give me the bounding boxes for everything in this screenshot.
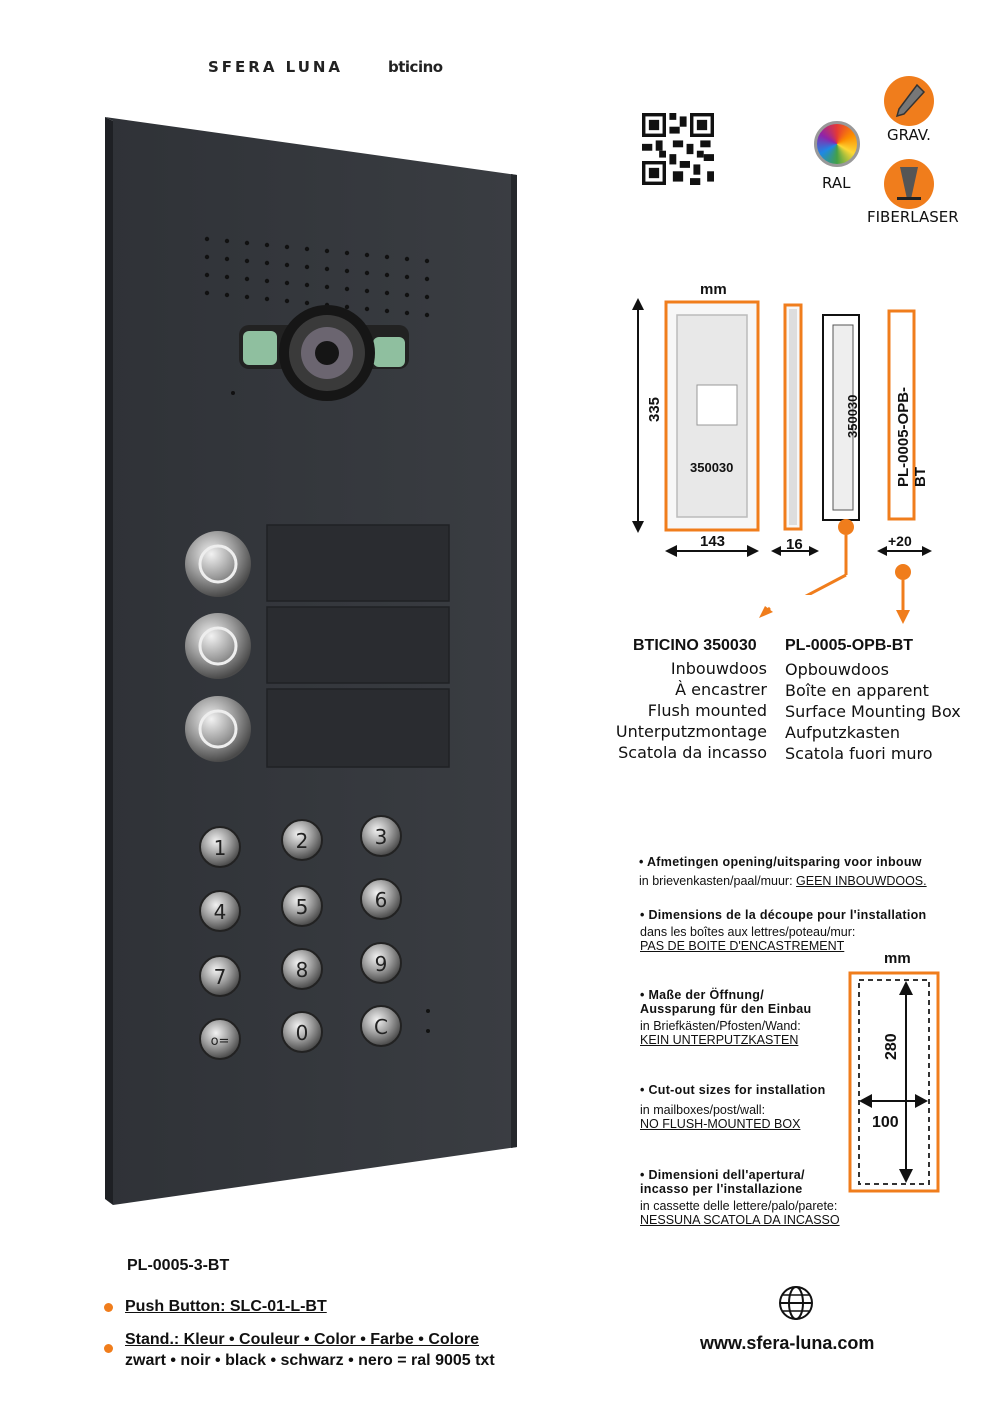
dim-unit: mm: [700, 281, 727, 298]
note-en-underlined: NO FLUSH-MOUNTED BOX: [640, 1117, 801, 1131]
note-nl: • Afmetingen opening/uitsparing voor inb…: [639, 855, 969, 890]
note-fr-underlined: PAS DE BOITE D'ENCASTREMENT: [640, 939, 845, 953]
name-button-1[interactable]: [185, 531, 251, 597]
key-3[interactable]: 3: [375, 825, 388, 849]
note-nl-heading: • Afmetingen opening/uitsparing voor inb…: [639, 855, 922, 869]
bullet-icon: [104, 1303, 113, 1312]
key-c[interactable]: C: [374, 1015, 388, 1039]
note-en-text: in mailboxes/post/wall:: [640, 1103, 766, 1117]
cutout-drawing: [848, 971, 940, 1193]
name-button-3[interactable]: [185, 696, 251, 762]
key-5[interactable]: 5: [296, 895, 309, 919]
note-nl-text: in brievenkasten/paal/muur:: [639, 874, 797, 888]
cutout-height: 280: [883, 1033, 900, 1060]
surface-lines: Opbouwdoos Boîte en apparent Surface Mou…: [785, 659, 961, 764]
surface-title: PL-0005-OPB-BT: [785, 637, 914, 654]
engraving-pen-icon: [884, 76, 934, 126]
note-it-heading-1: • Dimensioni dell'apertura/: [640, 1168, 805, 1182]
key-4[interactable]: 4: [214, 900, 227, 924]
surface-line-nl: Opbouwdoos: [785, 660, 889, 679]
website-link[interactable]: www.sfera-luna.com: [700, 1333, 875, 1353]
note-fr-text: dans les boîtes aux lettres/poteau/mur:: [640, 925, 856, 939]
surface-code-vertical: PL-0005-OPB-BT: [895, 386, 929, 487]
note-it-heading-2: incasso per l'installazione: [640, 1182, 803, 1196]
box-code: 350030: [690, 460, 734, 475]
speaker-grille: [204, 236, 430, 318]
ral-color-wheel-icon: [814, 121, 860, 167]
key-7[interactable]: 7: [214, 965, 227, 989]
note-de-heading-2: Aussparung für den Einbau: [640, 1002, 812, 1016]
key-2[interactable]: 2: [296, 829, 309, 853]
standard-color-values: zwart • noir • black • schwarz • nero = …: [125, 1352, 495, 1369]
dim-height: 335: [646, 396, 663, 422]
note-nl-underlined: GEEN INBOUWDOOS.: [796, 874, 927, 888]
fiberlaser-label: FIBERLASER: [867, 208, 959, 226]
key-key-icon[interactable]: o=: [211, 1034, 230, 1049]
cutout-unit: mm: [884, 950, 911, 967]
name-label-3: [266, 688, 450, 768]
surface-line-en: Surface Mounting Box: [785, 702, 961, 721]
box-code-side: 350030: [845, 394, 860, 438]
surface-line-fr: Boîte en apparent: [785, 681, 929, 700]
name-label-2: [266, 606, 450, 684]
globe-icon: [779, 1286, 813, 1320]
key-6[interactable]: 6: [375, 888, 388, 912]
key-1[interactable]: 1: [214, 836, 227, 860]
note-fr: • Dimensions de la découpe pour l'instal…: [640, 908, 970, 953]
flush-title: BTICINO 350030: [633, 637, 757, 654]
grav-label: GRAV.: [887, 126, 931, 144]
surface-line-it: Scatola fuori muro: [785, 744, 933, 763]
name-label-1: [266, 524, 450, 602]
note-en: • Cut-out sizes for installation in mail…: [640, 1083, 850, 1131]
note-en-heading: • Cut-out sizes for installation: [640, 1083, 826, 1097]
intercom-panel: 1 2 3 4 5 6 7 8 9 o= 0 C: [105, 117, 517, 1205]
keypad: 1 2 3 4 5 6 7 8 9 o= 0 C: [199, 815, 430, 1060]
key-8[interactable]: 8: [296, 958, 309, 982]
note-it-underlined: NESSUNA SCATOLA DA INCASSO: [640, 1213, 840, 1227]
flush-line-en: Flush mounted: [647, 701, 767, 720]
note-fr-heading: • Dimensions de la découpe pour l'instal…: [640, 908, 927, 922]
bullet-icon: [104, 1344, 113, 1353]
key-0[interactable]: 0: [296, 1021, 309, 1045]
model-code: PL-0005-3-BT: [127, 1257, 230, 1274]
note-de-text: in Briefkästen/Pfosten/Wand:: [640, 1019, 801, 1033]
name-button-2[interactable]: [185, 613, 251, 679]
orange-pointer-arrows: [759, 590, 910, 624]
note-de: • Maße der Öffnung/ Aussparung für den E…: [640, 988, 850, 1047]
qr-code-icon[interactable]: [642, 113, 714, 185]
key-9[interactable]: 9: [375, 952, 388, 976]
standard-color-heading[interactable]: Stand.: Kleur • Couleur • Color • Farbe …: [125, 1331, 479, 1348]
camera-module: [231, 305, 409, 401]
dim-extra: +20: [888, 533, 912, 549]
cutout-width: 100: [872, 1114, 899, 1131]
ral-label: RAL: [822, 174, 851, 192]
surface-line-de: Aufputzkasten: [785, 723, 901, 742]
note-it-text: in cassette delle lettere/palo/parete:: [640, 1199, 838, 1213]
flush-line-fr: À encastrer: [675, 680, 767, 699]
push-button-info[interactable]: Push Button: SLC-01-L-BT: [125, 1298, 327, 1315]
note-it: • Dimensioni dell'apertura/ incasso per …: [640, 1168, 880, 1227]
fiberlaser-icon: [884, 159, 934, 209]
note-de-heading-1: • Maße der Öffnung/: [640, 988, 764, 1002]
dim-width: 143: [700, 533, 726, 550]
dim-depth: 16: [786, 536, 803, 553]
brand-sfera-luna: SFERA LUNA: [208, 58, 344, 76]
brand-bticino: bticino: [388, 58, 443, 76]
flush-lines: Inbouwdoos À encastrer Flush mounted Unt…: [616, 658, 767, 763]
flush-line-it: Scatola da incasso: [618, 743, 767, 762]
flush-line-nl: Inbouwdoos: [670, 659, 767, 678]
flush-line-de: Unterputzmontage: [615, 722, 767, 741]
note-de-underlined: KEIN UNTERPUTZKASTEN: [640, 1033, 799, 1047]
dimension-drawing: [632, 298, 932, 595]
